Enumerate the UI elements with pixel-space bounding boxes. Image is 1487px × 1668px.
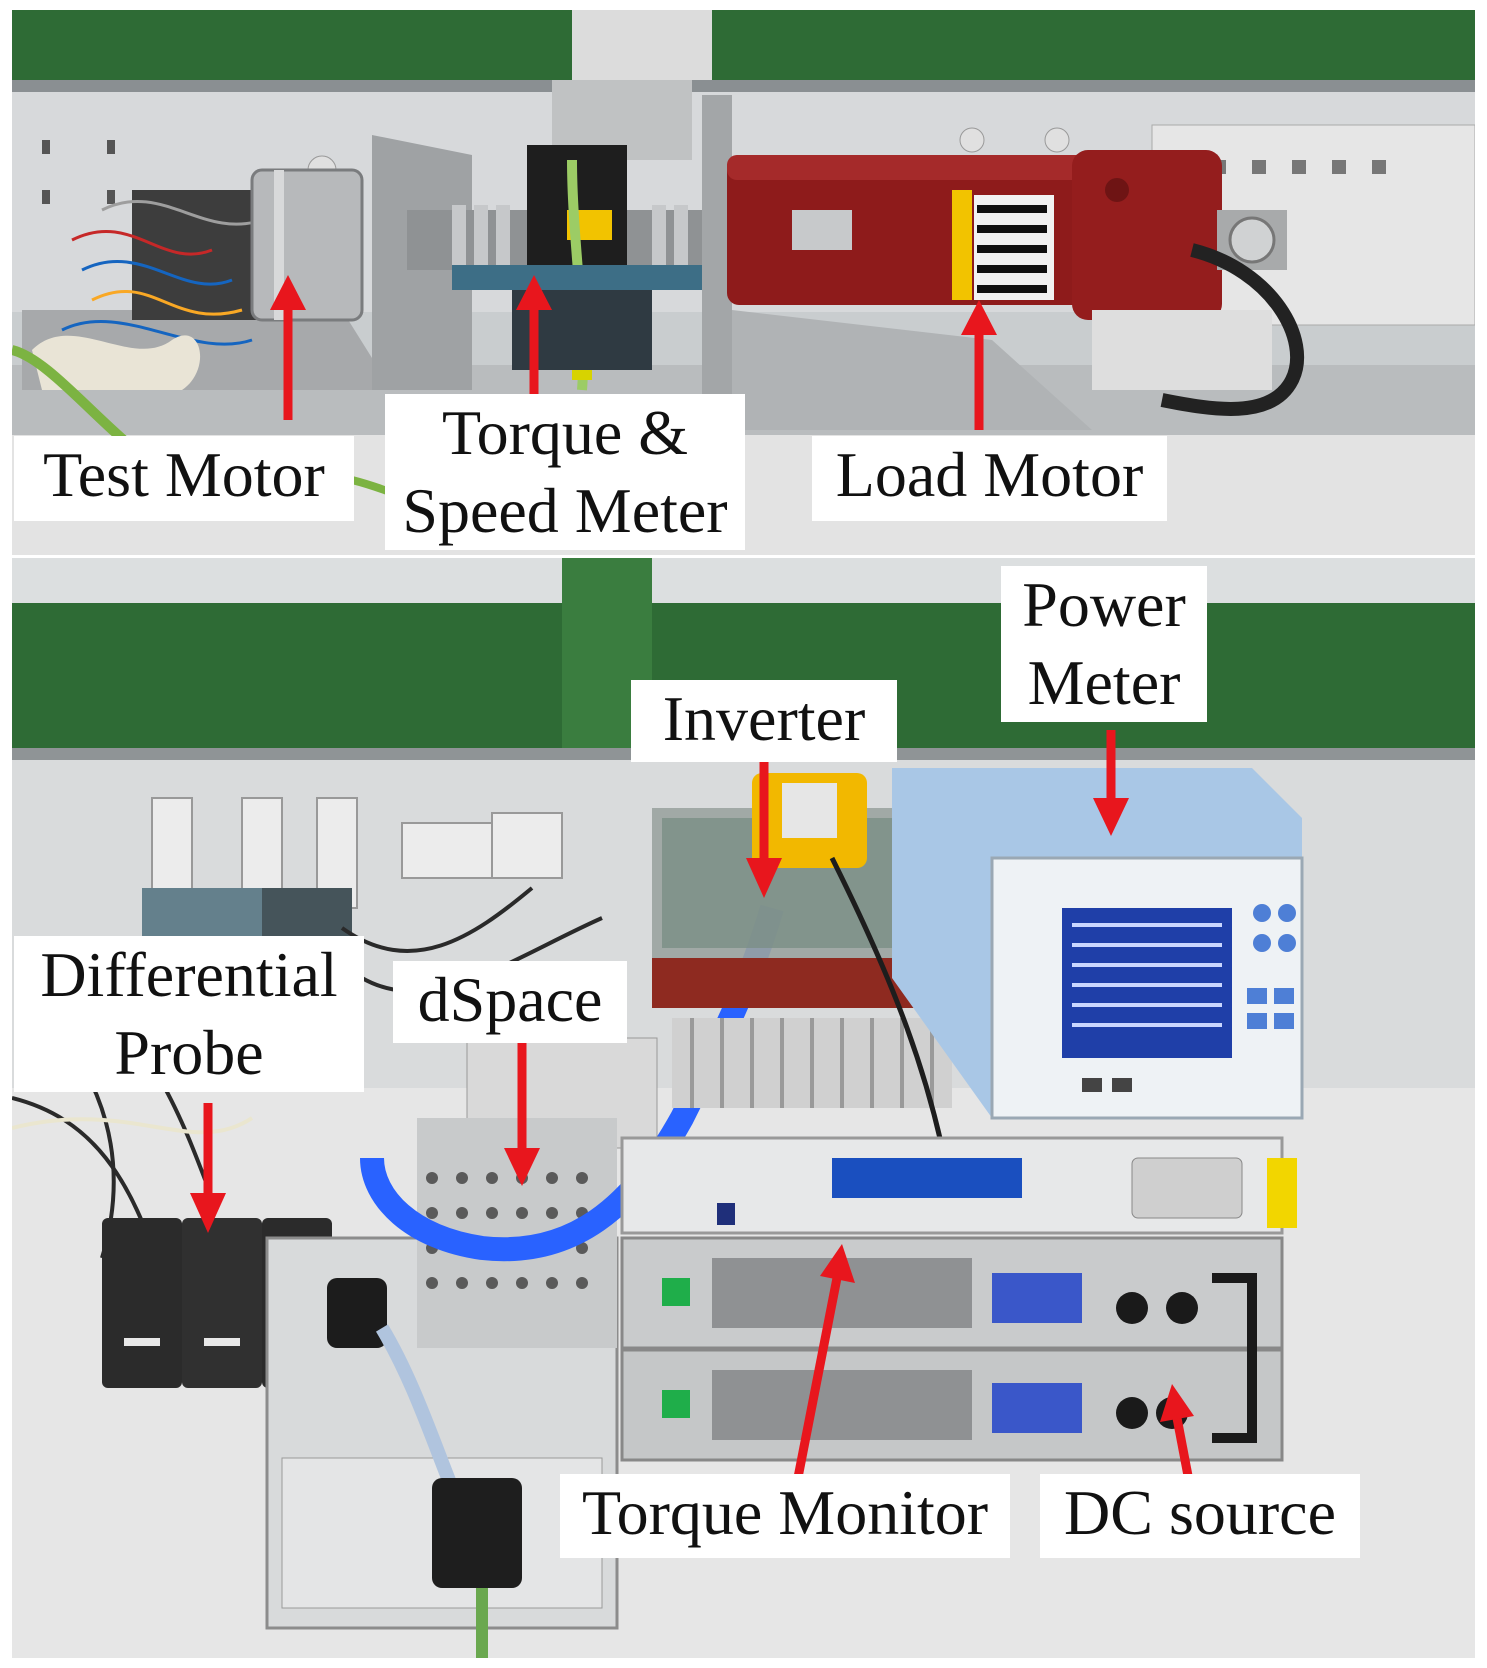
label-dc-source: DC source <box>1040 1474 1360 1558</box>
label-load-motor-text: Load Motor <box>835 439 1144 510</box>
label-torque-monitor-text: Torque Monitor <box>581 1477 989 1548</box>
label-differential-probe-line2: Probe <box>114 1017 264 1088</box>
label-dc-source-text: DC source <box>1064 1477 1336 1548</box>
label-power-meter: Power Meter <box>1001 566 1207 722</box>
instrumentation-bench-photo <box>12 558 1475 1658</box>
label-power-meter-line2: Meter <box>1027 647 1181 718</box>
label-dspace-text: dSpace <box>417 964 603 1035</box>
label-inverter: Inverter <box>631 680 897 762</box>
label-differential-probe: Differential Probe <box>14 936 364 1092</box>
label-torque-speed-meter-line1: Torque & <box>441 397 689 468</box>
label-power-meter-line1: Power <box>1022 569 1186 640</box>
label-torque-speed-meter: Torque & Speed Meter <box>385 394 745 550</box>
motor-bench-photo <box>12 10 1475 555</box>
label-test-motor: Test Motor <box>14 436 354 521</box>
label-test-motor-text: Test Motor <box>43 439 325 510</box>
label-differential-probe-line1: Differential <box>40 939 338 1010</box>
label-inverter-text: Inverter <box>662 683 866 754</box>
label-load-motor: Load Motor <box>812 436 1167 521</box>
label-torque-speed-meter-line2: Speed Meter <box>402 475 728 546</box>
label-torque-monitor: Torque Monitor <box>560 1474 1010 1558</box>
label-dspace: dSpace <box>393 961 627 1043</box>
